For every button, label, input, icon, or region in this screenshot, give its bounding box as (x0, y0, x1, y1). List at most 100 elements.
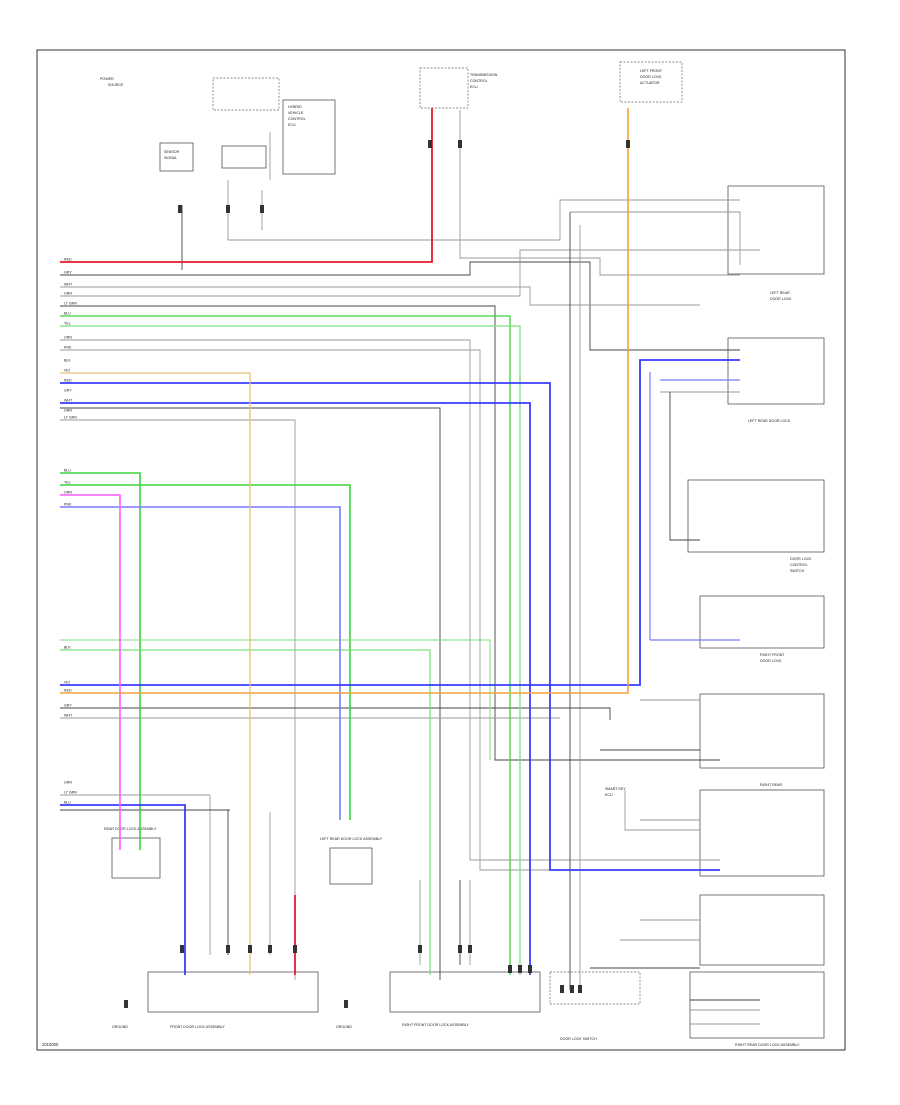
component-box-bottom-right (689, 971, 825, 1039)
wire-blue-d (60, 804, 186, 975)
wire-code-label: ORN (64, 336, 72, 340)
wire-black-gray (60, 407, 441, 980)
connector-terminal (626, 140, 630, 148)
connector-terminal (180, 945, 184, 953)
component-box-c3 (282, 99, 336, 175)
wire-light-green-b (60, 649, 431, 975)
wire-red (60, 108, 433, 263)
component-box-c15 (549, 971, 641, 1005)
label-c6-b: DOOR LOCK (770, 297, 792, 301)
label-c16: LEFT REAR DOOR LOCK ASSEMBLY (320, 837, 383, 841)
label-c9-a: RIGHT FRONT (760, 653, 785, 657)
label-c5-b: DOOR LOCK (640, 75, 662, 79)
connector-terminal (570, 985, 574, 993)
connector-terminal (560, 985, 564, 993)
label-c11-a: SMART KEY (605, 787, 626, 791)
component-box-c7 (727, 337, 825, 405)
connector-terminal (260, 205, 264, 213)
label-c7: LEFT REAR DOOR LOCK (748, 419, 791, 423)
wire-orange (60, 108, 629, 694)
wire-light-green (60, 325, 521, 975)
label-c3-d: ECU (288, 123, 296, 127)
component-box-relay (212, 77, 280, 111)
bottom-assemblies: FRONT DOOR LOCK ASSEMBLY RIGHT FRONT DOO… (42, 827, 641, 1047)
component-box-c6 (727, 185, 825, 275)
wire-code-label: LT GRN (64, 791, 77, 795)
wire-blue (60, 382, 720, 871)
wire-black-gray (60, 305, 720, 761)
label-c8-a: DOOR LOCK (790, 557, 812, 561)
connector-terminal (578, 985, 582, 993)
label-c2-b: SIGNAL (164, 156, 177, 160)
label-c4-b: CONTROL (470, 79, 488, 83)
wire-blue-b (60, 402, 531, 975)
wire-code-label: GRN (64, 409, 72, 413)
label-c9-b: DOOR LOCK (760, 659, 782, 663)
wire-blue-long (60, 359, 740, 686)
component-box-c12 (147, 971, 319, 1013)
connector-terminal (226, 205, 230, 213)
wire-code-label: GRN (64, 292, 72, 296)
connector-terminal (458, 140, 462, 148)
footer-code: 2010000 (42, 1042, 59, 1047)
component-box-relay-inner (221, 145, 267, 169)
label-c10-a: RIGHT REAR (760, 783, 783, 787)
connector-terminal (124, 1000, 128, 1008)
label-c3-c: CONTROL (288, 117, 306, 121)
wire-code-label: WHT (64, 714, 73, 718)
label-c3-b: VEHICLE (288, 111, 304, 115)
component-box-c13 (389, 971, 541, 1013)
component-box-c16 (329, 847, 373, 885)
wire-black-gray (227, 180, 740, 241)
wire-code-label: LT GRN (64, 416, 77, 420)
label-c1-b: SOURCE (108, 83, 124, 87)
connector-terminal (226, 945, 230, 953)
label-c8-b: CONTROL (790, 563, 808, 567)
wire-code-label: RED (64, 689, 72, 693)
component-box-c11 (699, 789, 825, 877)
wire-light-green-c (60, 639, 491, 760)
wire-green (60, 315, 511, 975)
wire-code-label: YEL (64, 481, 71, 485)
wire-code-label: VIO (64, 681, 70, 685)
connector-terminal (518, 965, 522, 973)
black-gray-wires (60, 110, 760, 1025)
wire-code-label: GRY (64, 704, 72, 708)
wire-black-gray (669, 392, 700, 541)
component-box-c18 (699, 894, 825, 966)
label-c15: DOOR LOCK SWITCH (560, 1037, 597, 1041)
label-c3-a: HYBRID (288, 105, 302, 109)
wire-code-label: WHT (64, 399, 73, 403)
wire-code-label: PNK (64, 503, 72, 507)
component-box-c5 (619, 61, 683, 103)
connector-terminal (268, 945, 272, 953)
wire-code-label: RED (64, 258, 72, 262)
wire-black-gray (570, 211, 741, 265)
label-c17-b: GROUND (336, 1025, 352, 1029)
label-c18: RIGHT REAR DOOR LOCK ASSEMBLY (735, 1043, 800, 1047)
connectors (124, 140, 630, 1008)
component-box-c10 (699, 693, 825, 769)
wire-code-label: BLK (64, 646, 71, 650)
component-box-c9 (699, 595, 825, 649)
label-c5-c: ACTUATOR (640, 81, 660, 85)
connector-terminal (293, 945, 297, 953)
wire-blue-c (60, 506, 341, 820)
wire-black-gray (60, 286, 700, 306)
wire-black-gray (60, 707, 611, 720)
top-left-components: POWER SOURCE SENSOR SIGNAL HYBRID VEHICL… (100, 67, 498, 175)
connector-terminal (248, 945, 252, 953)
diagram-frame (36, 49, 846, 1051)
connector-terminal (428, 140, 432, 148)
wire-green-left (60, 472, 141, 850)
label-c14: REAR DOOR LOCK ASSEMBLY (104, 827, 157, 831)
label-c1-a: POWER (100, 77, 114, 81)
wire-code-label: RED (64, 379, 72, 383)
label-c11-b: ECU (605, 793, 613, 797)
connector-terminal (528, 965, 532, 973)
connector-terminal (468, 945, 472, 953)
component-box-c8 (687, 479, 825, 553)
wire-green-mid (60, 484, 351, 820)
label-c4-c: ECU (470, 85, 478, 89)
